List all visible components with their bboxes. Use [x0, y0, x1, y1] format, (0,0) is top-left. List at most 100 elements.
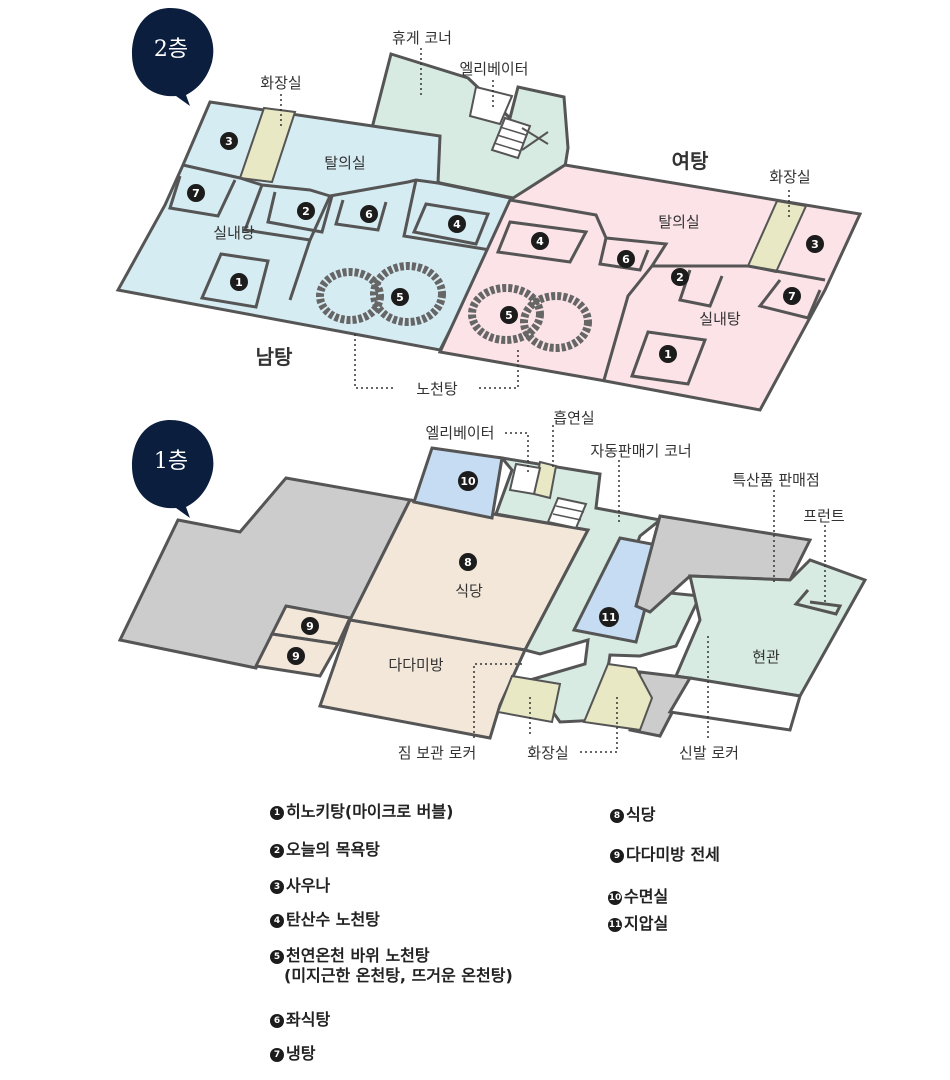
legend-badge-3: 3	[270, 880, 284, 894]
label-tatami: 다다미방	[388, 656, 443, 674]
marker-1-mens: 1	[230, 273, 248, 291]
svg-text:1: 1	[664, 348, 672, 361]
floor-2-map: 2층	[115, 8, 863, 412]
label-elevator-2f: 엘리베이터	[459, 60, 528, 78]
marker-9a: 9	[301, 617, 319, 635]
stairs-1f	[546, 496, 588, 530]
rock-bath-mens	[316, 262, 446, 326]
rock-bath-womens	[468, 284, 592, 352]
legend-badge-9: 9	[610, 849, 624, 863]
stairs-2f	[490, 116, 549, 160]
marker-10: 10	[458, 471, 478, 491]
svg-text:10: 10	[460, 475, 476, 488]
white-strip	[667, 676, 802, 732]
svg-text:4: 4	[453, 218, 461, 231]
marker-3-mens: 3	[220, 132, 238, 150]
svg-text:7: 7	[192, 187, 200, 200]
mens-walls	[168, 163, 510, 309]
label-changing-womens: 탈의실	[658, 213, 699, 231]
tatami-room	[318, 618, 528, 740]
legend-text-8: 식당	[626, 805, 656, 824]
svg-text:4: 4	[536, 235, 544, 248]
marker-5-mens: 5	[391, 288, 409, 306]
svg-text:5: 5	[396, 291, 404, 304]
floor-1-leaders	[473, 425, 826, 753]
legend-text-4: 탄산수 노천탕	[286, 910, 380, 929]
elevator-shaft-2f	[468, 85, 514, 126]
marker-11: 11	[599, 607, 619, 627]
marker-3-womens: 3	[806, 235, 824, 253]
legend-badge-8: 8	[610, 809, 624, 823]
svg-text:5: 5	[505, 309, 513, 322]
legend-badge-2: 2	[270, 844, 284, 858]
label-restroom-womens: 화장실	[769, 168, 810, 186]
label-restroom-1f: 화장실	[527, 744, 568, 762]
label-restroom-mens: 화장실	[260, 74, 301, 92]
marker-1-womens: 1	[659, 345, 677, 363]
marker-7-mens: 7	[187, 184, 205, 202]
front-desk	[793, 589, 843, 616]
label-indoor-mens: 실내탕	[213, 224, 255, 242]
restroom-mens	[238, 106, 297, 184]
marker-6-womens: 6	[617, 250, 635, 268]
floor-2-badge: 2층	[132, 8, 214, 106]
label-changing-mens: 탈의실	[324, 154, 365, 172]
label-elevator-1f: 엘리베이터	[425, 424, 494, 442]
legend-text-11: 지압실	[624, 914, 669, 933]
restroom-1f-b	[582, 662, 654, 732]
legend-badge-4: 4	[270, 914, 284, 928]
label-vending: 자동판매기 코너	[590, 442, 691, 460]
legend-text-6: 좌식탕	[286, 1010, 331, 1029]
label-smoking: 흡연실	[553, 409, 594, 427]
label-front: 프런트	[803, 507, 845, 525]
svg-text:9: 9	[306, 620, 314, 633]
marker-7-womens: 7	[783, 287, 801, 305]
floor-1-badge-label: 1층	[154, 449, 188, 474]
legend-text-10: 수면실	[624, 887, 669, 906]
legend-text-2: 오늘의 목욕탕	[286, 840, 380, 859]
label-baggage-locker: 짐 보관 로커	[398, 744, 477, 762]
label-souvenir: 특산품 판매점	[732, 471, 820, 489]
marker-5-womens: 5	[500, 306, 518, 324]
lobby-area	[673, 558, 868, 698]
svg-text:7: 7	[788, 290, 796, 303]
svg-text:9: 9	[292, 650, 300, 663]
legend-text-5: 천연온천 바위 노천탕	[286, 946, 430, 965]
svg-text:8: 8	[464, 556, 472, 569]
legend-badge-7: 7	[270, 1048, 284, 1062]
floor-1-markers: 10 8 9 9 11	[287, 471, 619, 665]
label-mens-bath: 남탕	[256, 345, 293, 369]
legend-text-3: 사우나	[286, 876, 331, 895]
label-womens-bath: 여탕	[672, 149, 709, 173]
label-lobby: 현관	[752, 648, 780, 666]
marker-8: 8	[459, 553, 477, 571]
legend-subtext-5: (미지근한 온천탕, 뜨거운 온천탕)	[284, 966, 513, 985]
legend-badge-1: 1	[270, 806, 284, 820]
marker-9b: 9	[287, 647, 305, 665]
label-outdoor-bath: 노천탕	[416, 380, 458, 398]
svg-text:11: 11	[601, 611, 616, 624]
legend-badge-6: 6	[270, 1014, 284, 1028]
marker-2-womens: 2	[671, 268, 689, 286]
legend-text-9: 다다미방 전세	[626, 845, 720, 864]
legend-badge-5: 5	[270, 950, 284, 964]
floor-2-markers: 3 7 2 6 4 1 5 4 6 2 3 7 5 1	[187, 132, 824, 363]
floor-2-leaders	[280, 48, 790, 389]
marker-4-mens: 4	[448, 215, 466, 233]
label-indoor-womens: 실내탕	[699, 310, 741, 328]
svg-text:1: 1	[235, 276, 243, 289]
marker-6-mens: 6	[360, 205, 378, 223]
svg-text:3: 3	[811, 238, 819, 251]
elevator-shaft-1f	[508, 462, 542, 496]
